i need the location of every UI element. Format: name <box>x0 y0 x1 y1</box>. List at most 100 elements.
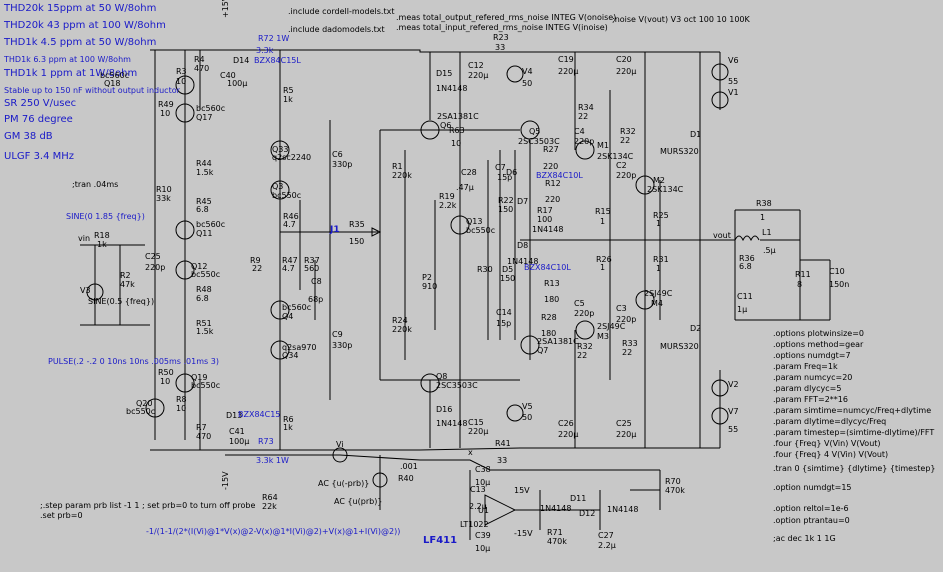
component-label-r73: R73 <box>258 437 274 446</box>
component-label-r51v: 1.5k <box>196 327 214 336</box>
component-label-r47v: 4.7 <box>282 264 295 273</box>
directive-include-dado: .include dadomodels.txt <box>288 25 385 34</box>
component-label-r11: R11 <box>795 270 811 279</box>
component-label-q12v: bc550c <box>191 270 221 279</box>
component-label-r40v: .001 <box>400 462 418 471</box>
component-label-d16: D16 <box>436 405 453 414</box>
component-label-c25: C25 <box>145 252 161 261</box>
option-line: .four {Freq} 4 V(Vin) V(Vout) <box>773 450 889 459</box>
component-label-c6v: 330p <box>332 160 353 169</box>
component-label-r71: R71 <box>547 528 563 537</box>
component-label-r35: R35 <box>349 220 365 229</box>
component-label-q4a: bc560c <box>282 303 312 312</box>
set-directive: .set prb=0 <box>40 511 83 520</box>
component-label-q33: Q33 <box>272 145 289 154</box>
component-label-u1v: LT1022 <box>460 520 489 529</box>
component-label-c3v: 220p <box>616 315 637 324</box>
component-label-c15: C15 <box>468 418 484 427</box>
component-label-v4: V4 <box>522 67 533 76</box>
spec-thd20k-100w: THD20k 43 ppm at 100 W/8ohm <box>4 20 166 31</box>
component-label-r4: R4 <box>194 55 205 64</box>
component-label-r23v: 33 <box>495 43 506 52</box>
component-label-v2: V2 <box>728 380 739 389</box>
component-label-c38: C38 <box>475 465 491 474</box>
component-label-r32b: R32 <box>577 342 593 351</box>
component-label-q8v: 2SC3503C <box>436 381 478 390</box>
component-label-r17: R17 <box>537 206 553 215</box>
component-label-r64: R64 <box>262 493 278 502</box>
component-label-r30: R30 <box>477 265 493 274</box>
directive-meas-output-noise: .meas total_output_refered_rms_noise INT… <box>396 13 617 22</box>
option-line: .option numdgt=15 <box>773 483 852 492</box>
component-label-r9: R9 <box>250 256 261 265</box>
component-label-c7: C7 <box>495 163 506 172</box>
vi-label: Vi <box>336 440 344 449</box>
component-label-r64v: 22k <box>262 502 277 511</box>
component-label-r50: R50 <box>158 368 174 377</box>
component-label-v7v: 55 <box>728 425 739 434</box>
component-label-c40v: 100µ <box>227 79 248 88</box>
component-label-m2: M2 <box>653 176 665 185</box>
option-line: .option reltol=1e-6 <box>773 504 849 513</box>
component-label-r49v: 10 <box>160 109 171 118</box>
component-label-r10: R10 <box>156 185 172 194</box>
component-label-c14: C14 <box>496 308 512 317</box>
component-label-c9: C9 <box>332 330 343 339</box>
component-label-q4: Q4 <box>282 312 294 321</box>
component-label-r44: R44 <box>196 159 212 168</box>
component-label-r32: R32 <box>620 127 636 136</box>
component-label-c10: C10 <box>829 267 845 276</box>
component-label-q5v: 2SC3503C <box>518 137 560 146</box>
component-label-r7v: 470 <box>196 432 212 441</box>
component-label-c20v: 220µ <box>616 67 637 76</box>
component-label-q6: Q6 <box>440 121 452 130</box>
component-label-v7: V7 <box>728 407 739 416</box>
component-label-r6: R6 <box>283 415 294 424</box>
plus15v-rail: +15V <box>221 0 230 18</box>
component-label-q34: Q34 <box>282 351 299 360</box>
component-label-m3v: 2SJ49C <box>597 322 626 331</box>
component-label-r31v: 1 <box>656 264 662 273</box>
component-label-r50v: 10 <box>160 377 171 386</box>
component-label-r46: R46 <box>283 212 299 221</box>
option-line: .tran 0 {simtime} {dlytime} {timestep} <box>773 464 936 473</box>
component-label-c3: C3 <box>616 304 627 313</box>
j1-label: J1 <box>330 225 340 235</box>
component-label-d8v: 1N4148 <box>507 257 539 266</box>
directive-include-cordell: .include cordell-models.txt <box>288 7 395 16</box>
component-label-r28v: 180 <box>541 329 557 338</box>
component-label-c25v: 220p <box>145 263 166 272</box>
component-label-r15: R15 <box>595 207 611 216</box>
component-label-q19: Q19 <box>191 373 208 382</box>
component-label-r40: R40 <box>398 474 414 483</box>
component-label-r18: R18 <box>94 231 110 240</box>
component-label-r37: R37 <box>304 256 320 265</box>
component-label-r70: R70 <box>665 477 681 486</box>
component-label-d11: D11 <box>570 494 587 503</box>
component-label-r26v: 1 <box>600 263 606 272</box>
component-label-r13v: 180 <box>544 295 560 304</box>
component-label-c12v: 220µ <box>468 71 489 80</box>
op-plus15v: 15V <box>514 486 530 495</box>
component-label-r15v: 1 <box>600 217 606 226</box>
component-label-bzx1: BZX84C15L <box>254 56 301 65</box>
component-label-c11: C11 <box>737 292 753 301</box>
component-label-r35v: 150 <box>349 237 365 246</box>
component-label-r48: R48 <box>196 285 212 294</box>
component-label-q7: Q7 <box>537 346 549 355</box>
component-label-c9v: 330p <box>332 341 353 350</box>
component-label-q13v: bc550c <box>466 226 496 235</box>
component-label-p2v: 910 <box>422 282 438 291</box>
component-label-c2: C2 <box>616 161 627 170</box>
component-label-d2: D2 <box>690 324 702 333</box>
component-label-c26: C26 <box>558 419 574 428</box>
component-label-r10v: 33k <box>156 194 171 203</box>
component-label-r73v: 3.3k 1W <box>256 456 289 465</box>
component-label-c27: C27 <box>598 531 614 540</box>
component-label-r3: R3 <box>176 67 187 76</box>
component-label-c28v: .47µ <box>456 183 474 192</box>
component-label-d8: D8 <box>517 241 529 250</box>
component-label-r11v: 8 <box>797 280 803 289</box>
component-label-r25: R25 <box>653 211 669 220</box>
